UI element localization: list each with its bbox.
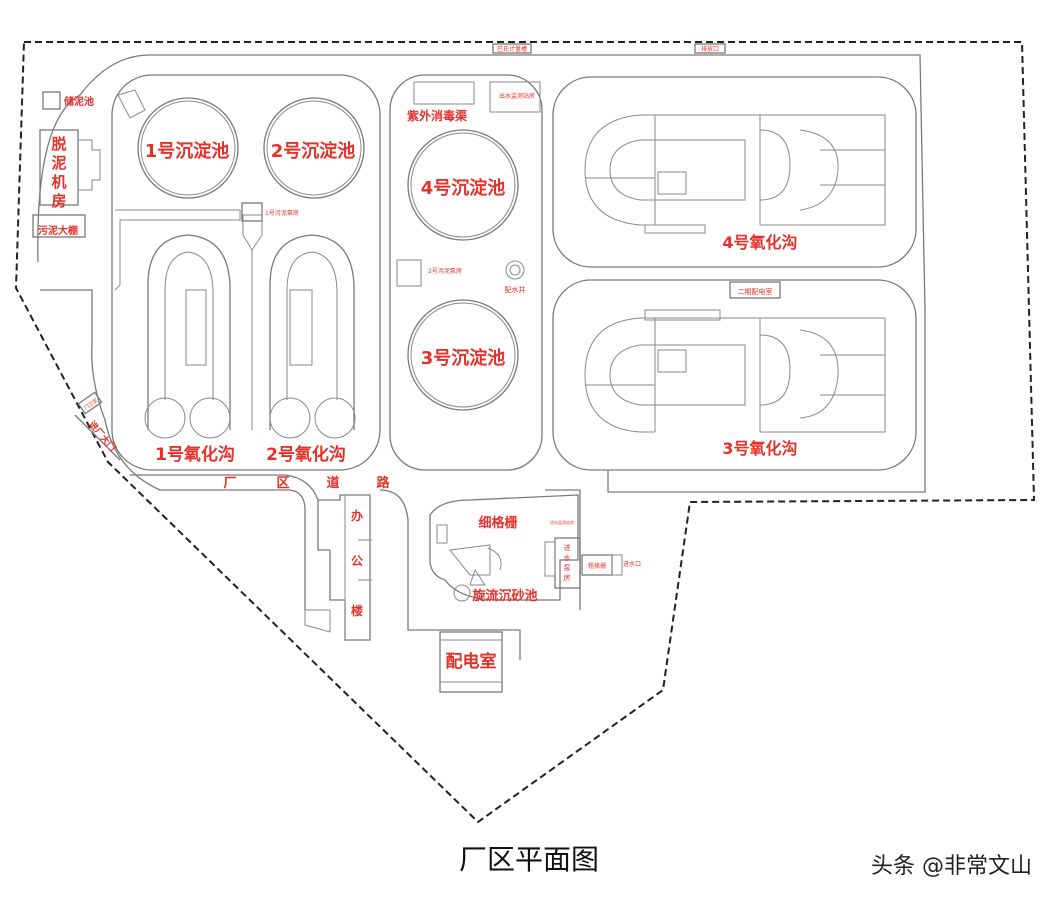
pump1-box xyxy=(241,202,263,222)
coarse-screen-label: 粗格栅 xyxy=(588,562,606,570)
inlet-pump-char-4: 房 xyxy=(564,573,571,582)
site-boundary xyxy=(14,41,1036,824)
road-char-3: 道 xyxy=(326,475,339,491)
sed-tank-1 xyxy=(137,97,239,199)
sludge-store-label: 储泥池 xyxy=(63,95,94,108)
road-main xyxy=(130,474,319,501)
effluent-monitor-label: 出水监测站房 xyxy=(499,92,535,100)
uv-label: 紫外消毒渠 xyxy=(407,108,467,123)
screen-label: 细格栅 xyxy=(478,515,517,531)
gate-label: 进厂大门 xyxy=(86,418,118,453)
sed4-label: 4号沉淀池 xyxy=(421,177,506,199)
inlet-pump-char-1: 进 xyxy=(564,544,571,552)
road-char-2: 区 xyxy=(276,476,289,491)
pretreatment-area xyxy=(429,494,579,601)
sed-tank-4 xyxy=(407,129,519,241)
sed-tank-3 xyxy=(407,299,519,411)
ox-ditch-3 xyxy=(584,309,886,433)
road-east xyxy=(545,489,581,610)
power-label: 配电室 xyxy=(446,651,497,672)
dewater-label-4: 房 xyxy=(51,192,66,210)
ox2-label: 2号氧化沟 xyxy=(266,444,346,465)
sed-tank-2 xyxy=(263,97,365,199)
outlet-label: 排放口 xyxy=(701,45,719,53)
office-char-2: 公 xyxy=(351,554,363,568)
power2-label: 二期配电室 xyxy=(738,287,773,296)
block-ox4 xyxy=(552,76,917,268)
ox-ditch-1 xyxy=(147,234,231,430)
outlet-box xyxy=(694,43,726,54)
sludge-shed xyxy=(32,214,86,238)
pump2-label: 2号污泥泵房 xyxy=(428,267,462,275)
power-room-building xyxy=(439,631,503,693)
office-char-1: 办 xyxy=(351,508,363,523)
sed1-label: 1号沉淀池 xyxy=(145,140,230,162)
road-left xyxy=(40,289,306,610)
inlet-pump-char-2: 水 xyxy=(564,553,571,562)
road-mid xyxy=(379,489,521,660)
power2-box xyxy=(729,281,781,299)
flow-meter-box xyxy=(492,43,532,54)
dewater-label-3: 机 xyxy=(51,173,66,191)
ox-ditch-4 xyxy=(584,114,886,234)
plan-title: 厂区平面图 xyxy=(458,843,599,876)
dewater-label-2: 泥 xyxy=(51,154,66,172)
ox1-label: 1号氧化沟 xyxy=(155,444,235,465)
sed3-label: 3号沉淀池 xyxy=(421,347,506,369)
inlet-label: 进水口 xyxy=(623,560,641,568)
sludge-shed-label: 污泥大棚 xyxy=(38,224,78,237)
grit-label: 旋流沉砂池 xyxy=(471,588,537,604)
road-char-4: 路 xyxy=(376,475,390,491)
block-west xyxy=(111,74,381,471)
inlet-pump-char-3: 泵 xyxy=(564,564,571,572)
influent-monitor-label: 进水监测站房 xyxy=(550,519,574,525)
ox3-label: 3号氧化沟 xyxy=(722,439,797,458)
road-char-1: 厂 xyxy=(223,476,236,491)
sludge-store-tank xyxy=(42,91,61,110)
block-ox3 xyxy=(552,279,917,471)
pump1-label: 1号污泥泵房 xyxy=(265,209,299,217)
ox-ditch-2 xyxy=(269,234,355,430)
inner-road-outline xyxy=(37,54,926,493)
watermark: 头条 @非常文山 xyxy=(871,854,1032,879)
dewater-building xyxy=(39,129,79,206)
office-char-3: 楼 xyxy=(351,603,363,618)
sed2-label: 2号沉淀池 xyxy=(271,140,356,162)
dist-well-label: 配水井 xyxy=(505,285,526,294)
guard-house xyxy=(77,391,103,415)
dewater-label-1: 脱 xyxy=(51,135,66,153)
block-center xyxy=(389,74,543,471)
flow-meter-label: 巴氏计量槽 xyxy=(497,45,527,53)
ox4-label: 4号氧化沟 xyxy=(722,233,797,252)
